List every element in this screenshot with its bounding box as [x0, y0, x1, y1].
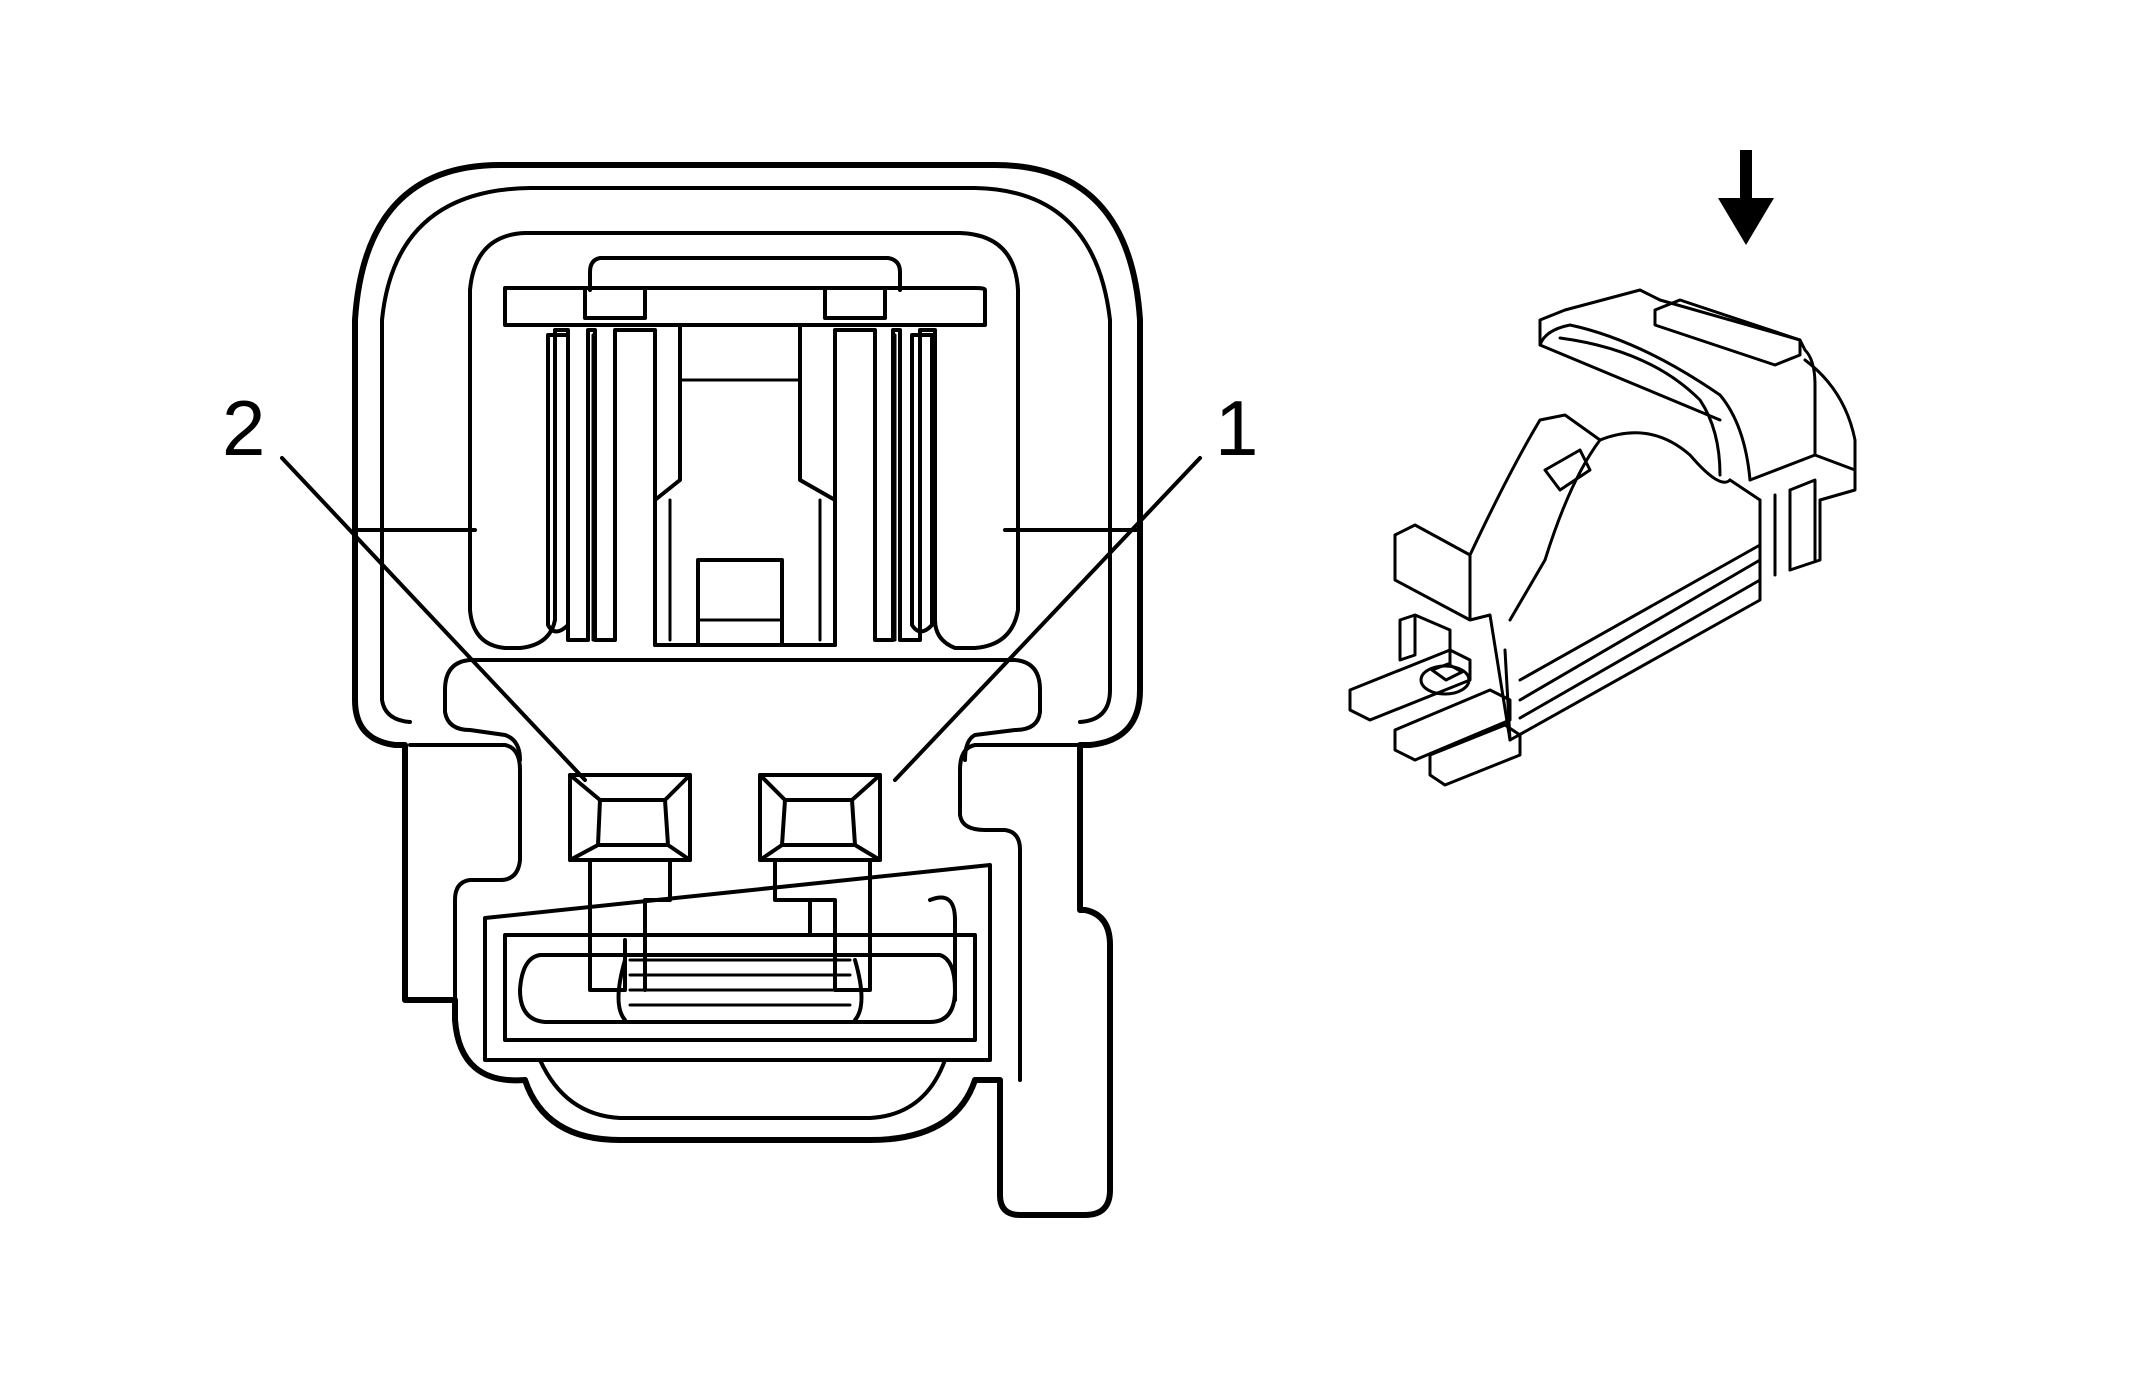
pin-1-leader	[893, 456, 1202, 782]
terminal-2-face	[568, 773, 692, 862]
iso-right-ribs	[1758, 488, 1792, 582]
latch-slot-left	[546, 333, 570, 634]
side-notch-right	[958, 743, 1082, 1082]
shoulder-ledge	[443, 658, 1042, 762]
iso-latch-arch-2	[1558, 336, 1722, 477]
latch-tongue-inner	[668, 378, 822, 642]
pin-2-leader	[280, 456, 587, 782]
pin-2-label: 2	[222, 384, 265, 472]
interlock-frame	[483, 863, 992, 1062]
interlock-bar-ends	[616, 958, 864, 1022]
iso-screw-head	[1430, 662, 1464, 682]
pin-1-callout: 1	[893, 384, 1258, 782]
terminal-1-stem	[773, 858, 872, 992]
latch-crossbar-top	[588, 256, 902, 292]
iso-bottom-tab-1	[1348, 648, 1472, 722]
connector-isometric-view	[1348, 288, 1857, 787]
terminal-2-inner	[568, 773, 692, 862]
bottom-bump-inner	[538, 1058, 947, 1120]
housing-outline	[352, 162, 1143, 1218]
terminal-cavity-1	[758, 773, 882, 992]
iso-body-ribs	[1503, 543, 1762, 742]
iso-top-body	[1538, 288, 1817, 482]
latch-button	[696, 558, 784, 647]
iso-latch-ramp-2	[1598, 431, 1732, 484]
iso-right-end	[1788, 358, 1857, 572]
interlock-bar	[628, 958, 852, 1007]
housing-inner-outline-left	[380, 186, 532, 724]
latch-block-left	[583, 286, 647, 320]
interlock-right-tab	[928, 895, 957, 1002]
iso-bottom-tab-2	[1393, 688, 1512, 762]
interlock-frame-inner	[503, 933, 977, 1042]
pin-1-label: 1	[1215, 384, 1258, 472]
latch-tongue	[653, 323, 837, 647]
latch-block-right	[823, 286, 887, 320]
iso-side-ledge	[1398, 613, 1452, 667]
iso-latch-arch	[1538, 323, 1752, 482]
side-notch-left	[408, 743, 522, 1002]
interlock-bar-channel	[518, 953, 957, 1024]
terminal-1-face	[758, 773, 882, 862]
down-arrow-icon	[1718, 150, 1774, 245]
iso-latch-ramp	[1468, 413, 1602, 622]
iso-bottom-tab-3	[1428, 723, 1522, 787]
latch-crossbar	[503, 286, 987, 327]
housing-inner-outline	[528, 186, 1112, 724]
terminal-1-inner	[758, 773, 882, 862]
iso-top-cap	[1653, 298, 1802, 367]
terminal-2-stem	[588, 858, 672, 992]
latch-pocket	[468, 231, 1020, 650]
latch-slot-right	[910, 333, 934, 634]
connector-front-view	[352, 162, 1143, 1218]
iso-main-body	[1393, 478, 1762, 742]
pin-2-callout: 2	[222, 384, 587, 782]
terminal-cavity-2	[568, 773, 692, 992]
